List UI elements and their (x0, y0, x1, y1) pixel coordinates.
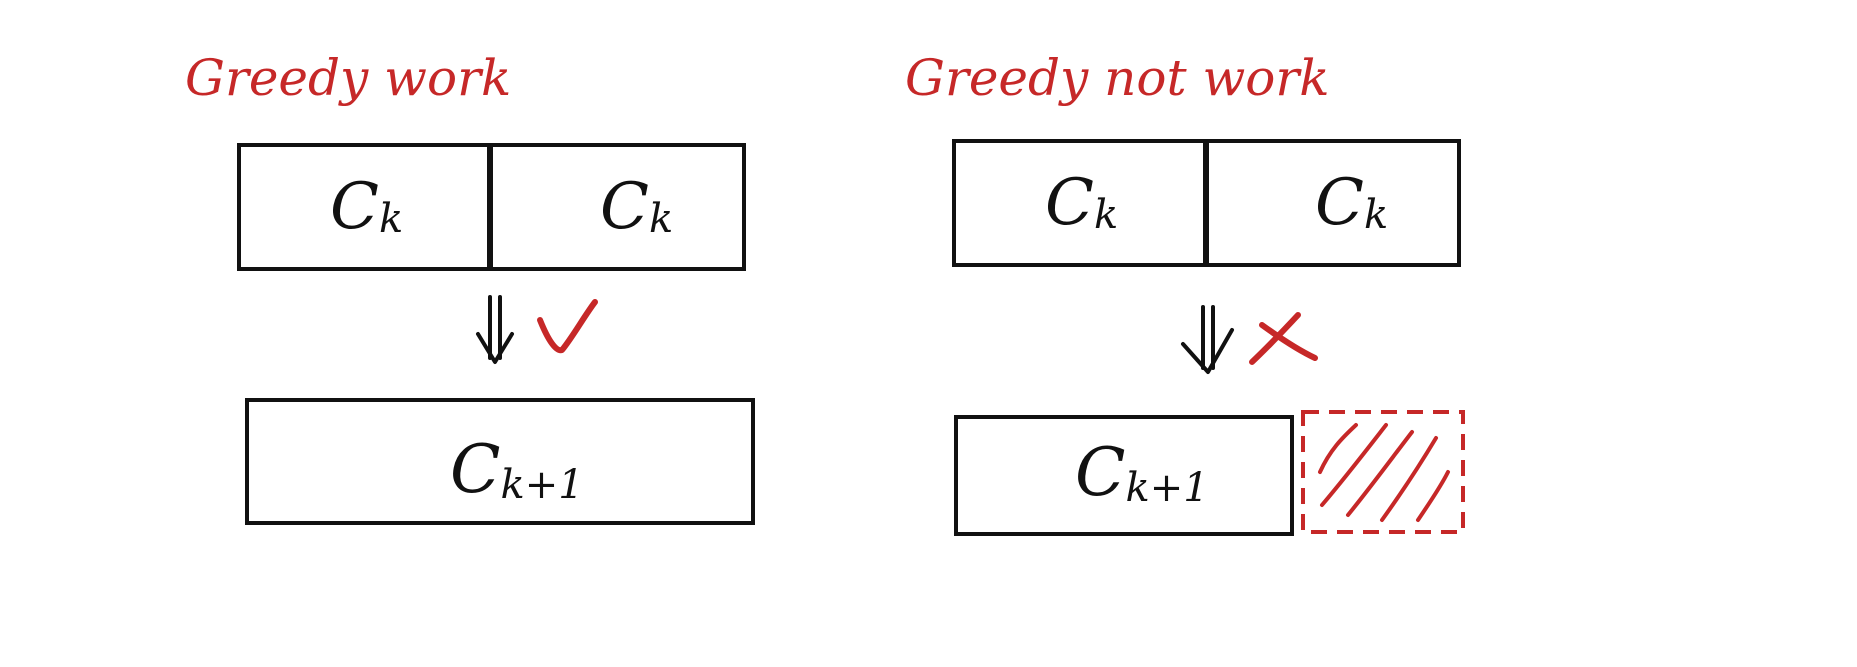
block-ck1-left (245, 398, 755, 525)
block-ck1-right (954, 415, 1294, 536)
title-greedy-work: Greedy work (185, 49, 511, 107)
block-ck-left-2 (488, 143, 746, 271)
cross-mark-icon (1249, 312, 1318, 365)
label-ck-right-1: Ck (1045, 166, 1118, 240)
label-ck1-right: Ck+1 (1075, 434, 1209, 511)
panel-greedy-not-work: Greedy not work Ck Ck Ck+1 (905, 49, 1465, 536)
double-down-arrow-icon (1181, 305, 1234, 374)
panel-greedy-work: Greedy work Ck Ck Ck+1 (185, 49, 755, 525)
label-ck1-left: Ck+1 (450, 431, 584, 508)
label-ck-left-2: Ck (600, 170, 673, 244)
hatched-gap-icon (1301, 410, 1465, 534)
title-greedy-not-work: Greedy not work (905, 49, 1330, 107)
label-ck-left-1: Ck (330, 170, 403, 244)
block-ck-right-1 (952, 139, 1207, 267)
label-ck-right-2: Ck (1315, 166, 1388, 240)
checkmark-icon (537, 299, 598, 354)
block-ck-left-1 (237, 143, 492, 271)
double-down-arrow-icon (476, 295, 514, 364)
block-ck-right-2 (1203, 139, 1461, 267)
